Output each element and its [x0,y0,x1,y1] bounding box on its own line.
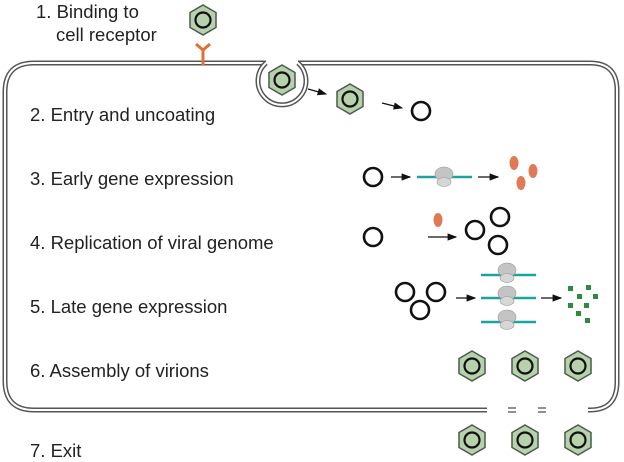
viral-genome [425,281,447,303]
cell-membrane [2,60,620,413]
viral-genome [409,299,431,321]
step-1-label-line2: cell receptor [56,24,157,45]
replicated-genome [464,219,486,241]
virion-binding [188,3,218,37]
polysome [481,262,536,330]
viral-genome [394,281,416,303]
exiting-virion [563,423,593,457]
replicated-genome [489,206,511,228]
assembled-virion [510,349,540,383]
membrane-pore-fragments [508,407,546,413]
replicated-genome [487,234,509,256]
exiting-virion [457,423,487,457]
exiting-virion [510,423,540,457]
virion-entered [335,82,365,116]
uncoated-genome [410,100,432,122]
step-2-label: 2. Entry and uncoating [30,104,215,125]
viral-genome [362,166,384,188]
step-3-label: 3. Early gene expression [30,168,234,189]
step-1-label-line1: 1. Binding to [36,1,139,22]
receptor-icon [195,42,211,65]
arrow [307,88,328,96]
polymerase-protein [433,213,443,227]
early-proteins [509,156,538,190]
assembled-virion [563,349,593,383]
ribosome-icon [497,309,517,330]
step-6-label: 6. Assembly of virions [30,360,209,381]
step-7-label: 7. Exit [30,440,81,461]
ribosome-icon [434,166,454,187]
ribosome-icon [497,285,517,306]
late-proteins [568,285,598,323]
step-5-label: 5. Late gene expression [30,296,227,317]
assembled-virion [457,349,487,383]
step-4-label: 4. Replication of viral genome [30,232,274,253]
virion-endocytosed [267,63,297,97]
arrow [381,102,404,110]
viral-genome [362,226,384,248]
ribosome-icon [497,262,517,283]
